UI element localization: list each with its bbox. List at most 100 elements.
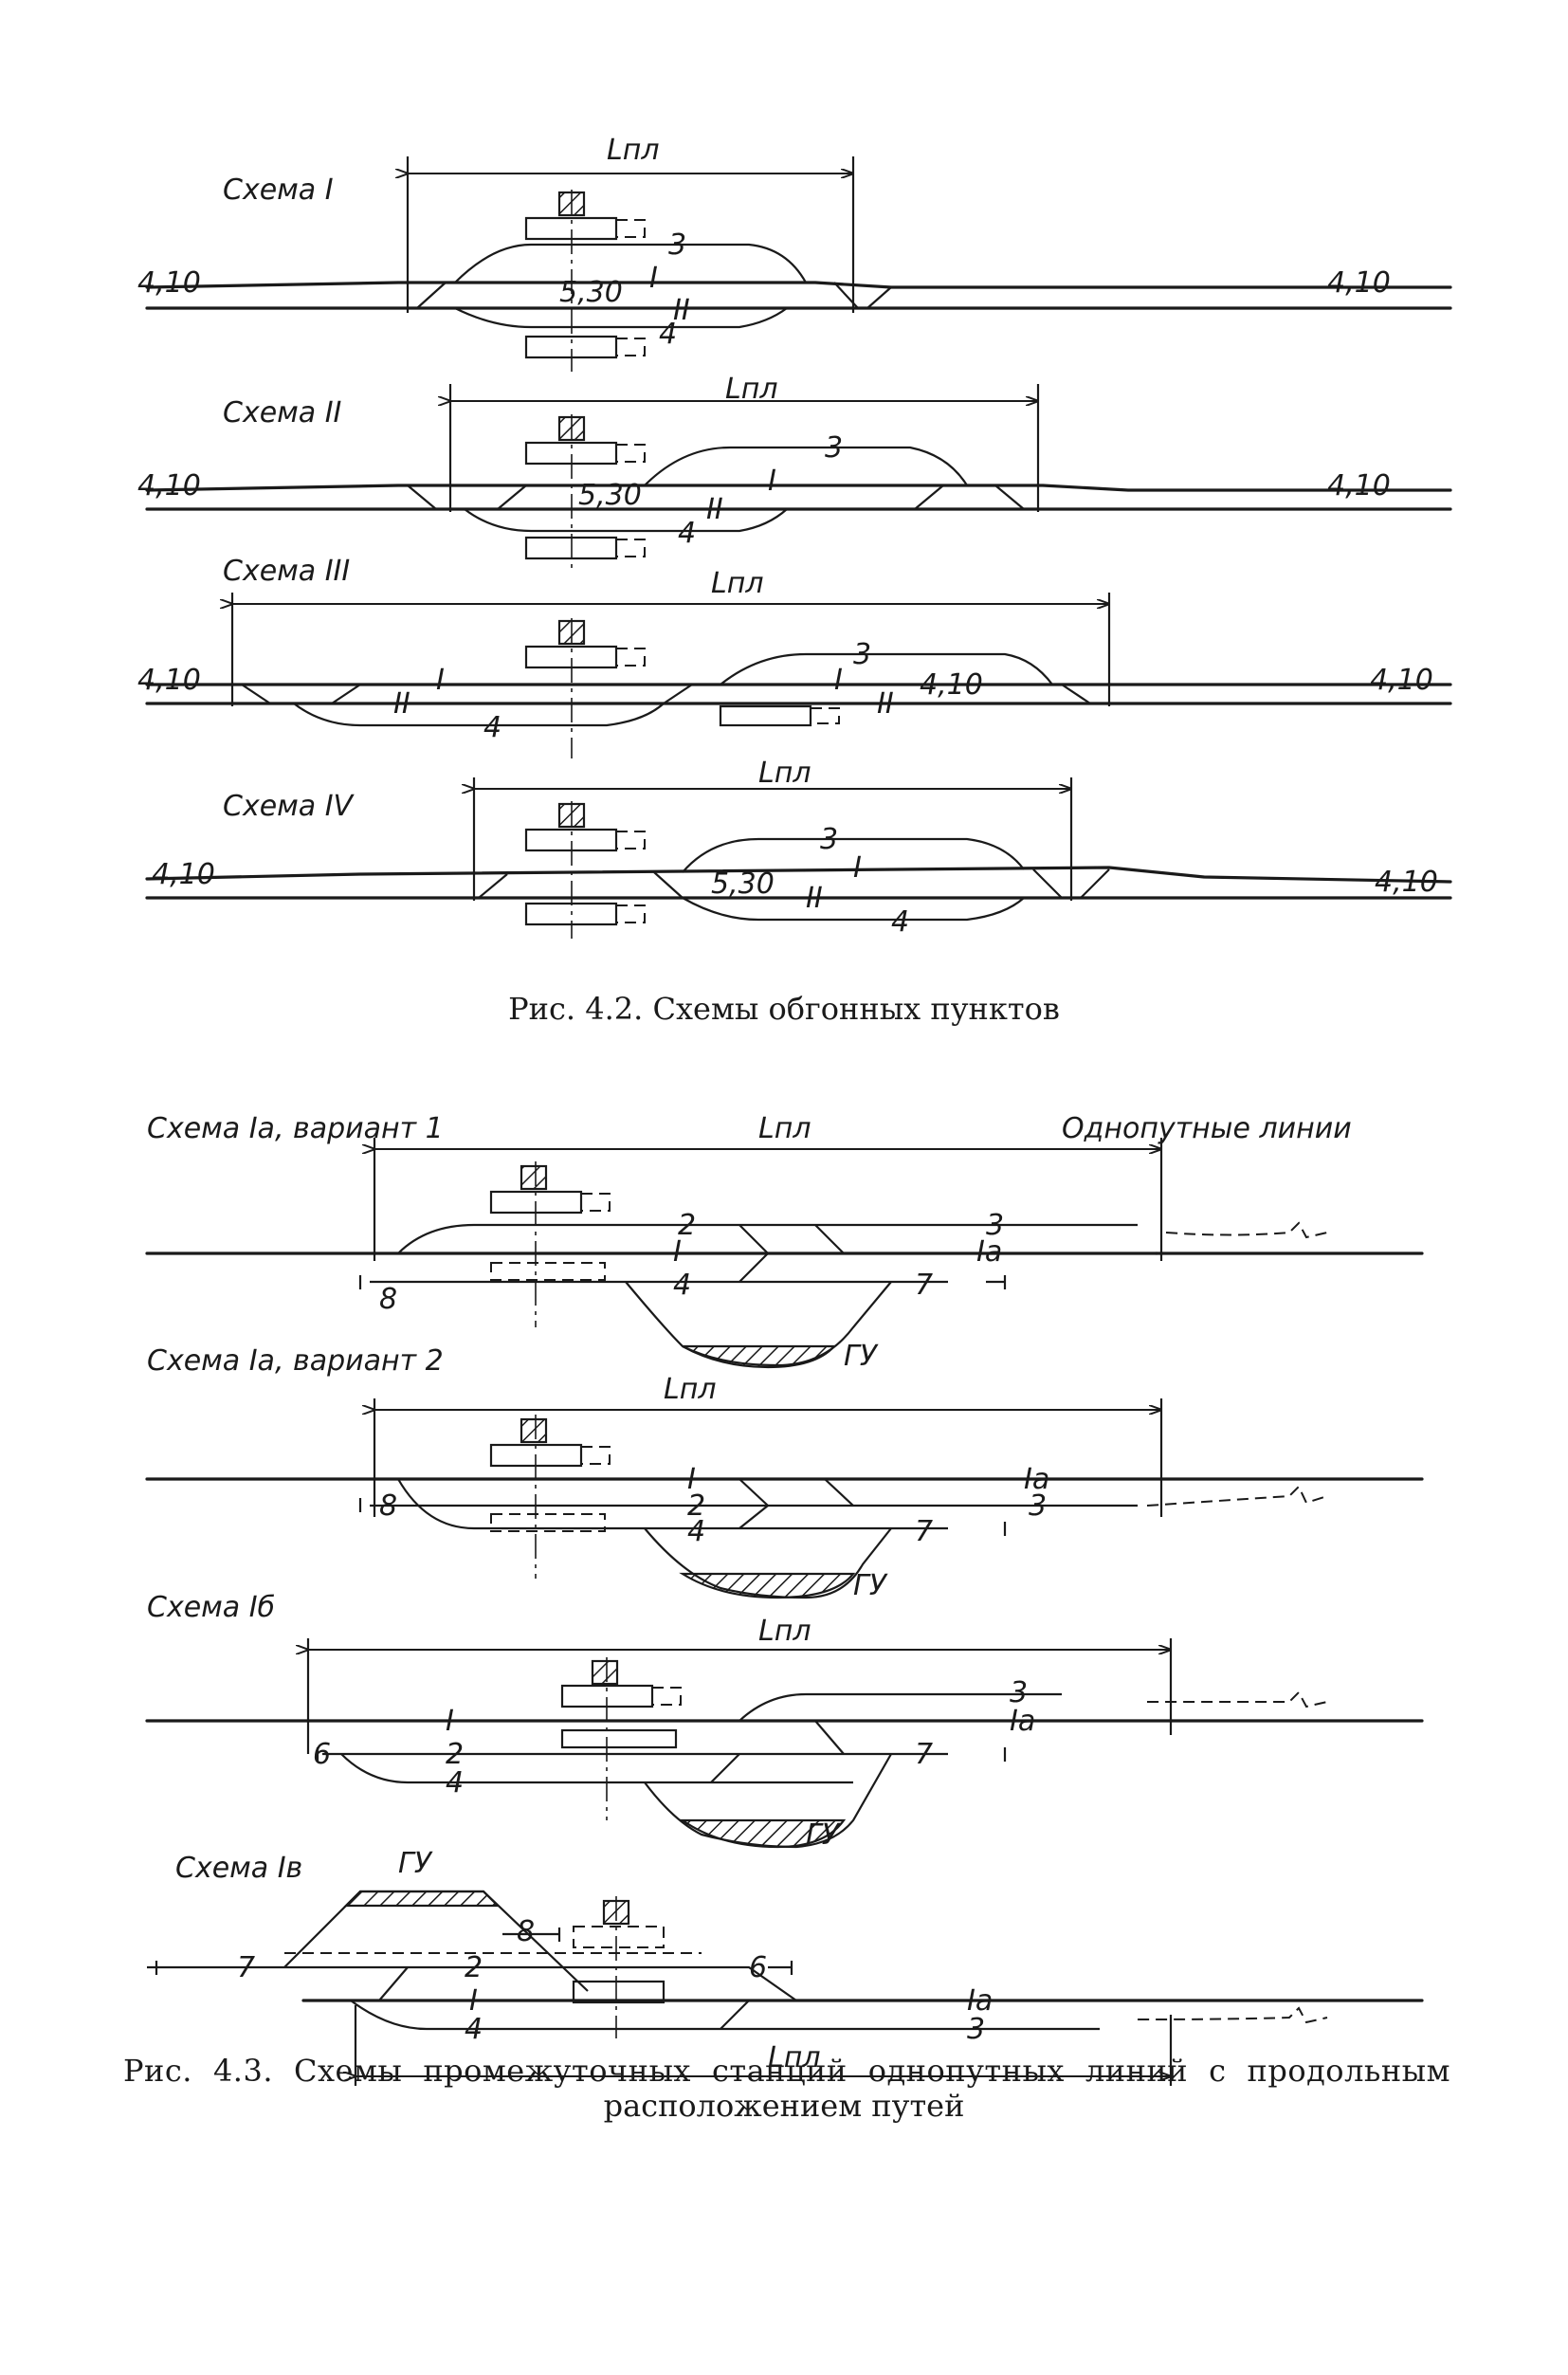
figure-caption-line-2: расположением путей bbox=[603, 2088, 965, 2124]
track-spacing-right: 4,10 bbox=[1327, 469, 1391, 502]
crossover bbox=[833, 282, 859, 309]
track-label: 8 bbox=[517, 1915, 535, 1948]
track-4 bbox=[340, 1753, 853, 1784]
track-2-3 bbox=[397, 1223, 1138, 1254]
track-label: I bbox=[853, 851, 862, 885]
length-label: Lпл bbox=[758, 1112, 811, 1145]
yard-hatch bbox=[679, 1818, 847, 1849]
track-label: 3 bbox=[825, 431, 843, 465]
track-I bbox=[145, 281, 1452, 289]
track-spacing-left: 4,10 bbox=[137, 664, 201, 697]
track-spacing-left: 4,10 bbox=[152, 858, 215, 891]
crossover bbox=[710, 1753, 740, 1783]
yard-label: ГУ bbox=[806, 1818, 841, 1852]
track-label: 6 bbox=[313, 1738, 331, 1771]
length-label: Lпл bbox=[725, 373, 778, 406]
crossover bbox=[914, 484, 944, 510]
track-label: 8 bbox=[379, 1489, 397, 1523]
track-label: 3 bbox=[967, 2013, 985, 2046]
track-label: I bbox=[436, 664, 445, 697]
yard-label: ГУ bbox=[853, 1569, 888, 1602]
platform-extension bbox=[615, 219, 646, 238]
track-label: 7 bbox=[915, 1738, 933, 1771]
platform-extension bbox=[615, 831, 646, 850]
crossover bbox=[653, 871, 684, 899]
length-label: Lпл bbox=[768, 2041, 821, 2074]
yard-label: ГУ bbox=[398, 1847, 433, 1880]
track-3 bbox=[454, 243, 807, 283]
track-label: I bbox=[469, 1984, 478, 2018]
track-spacing-center: 5,30 bbox=[578, 479, 642, 512]
crossover bbox=[331, 684, 361, 704]
track-label: II bbox=[706, 493, 723, 526]
track-label: I bbox=[649, 262, 658, 295]
track-label: 4 bbox=[678, 517, 696, 550]
track-label: 2 bbox=[678, 1209, 696, 1242]
crossover bbox=[416, 282, 447, 309]
crossover bbox=[378, 1966, 409, 2001]
track-label: Iа bbox=[976, 1235, 1002, 1269]
crossover bbox=[478, 873, 508, 899]
yard-hatch bbox=[343, 1890, 501, 1908]
crossover bbox=[866, 286, 892, 309]
future-track bbox=[1147, 1690, 1328, 1708]
track-4 bbox=[464, 508, 788, 533]
yard-hatch bbox=[679, 1572, 856, 1599]
platform-extension bbox=[615, 338, 646, 356]
future-track bbox=[1137, 2006, 1328, 2024]
track-label: 4 bbox=[673, 1269, 691, 1302]
track-label: 4 bbox=[446, 1766, 464, 1800]
scheme-1a-variant-2: Схема Iа, вариант 2 Lпл I Iа 8 2 3 4 7 Г… bbox=[145, 1344, 1424, 1602]
track-4-7 bbox=[397, 1478, 948, 1530]
platform-extension bbox=[651, 1687, 682, 1706]
track-spacing-center: 5,30 bbox=[711, 868, 775, 901]
track-label: Iа bbox=[967, 1984, 993, 2018]
track-label: II bbox=[877, 687, 894, 721]
scheme-label: Схема Iв bbox=[175, 1852, 302, 1885]
track-label: 3 bbox=[820, 823, 838, 856]
crossover bbox=[738, 1224, 769, 1254]
crossover bbox=[814, 1720, 845, 1755]
crossover bbox=[1080, 868, 1110, 899]
crossover bbox=[720, 2000, 750, 2030]
track-label: 7 bbox=[915, 1269, 933, 1302]
track-label: 7 bbox=[915, 1515, 933, 1548]
station-building-icon bbox=[520, 1417, 548, 1444]
track-label: Iа bbox=[1024, 1463, 1049, 1496]
track-spacing-right: 4,10 bbox=[1375, 866, 1438, 899]
track-4-3 bbox=[350, 2000, 1100, 2031]
figure-caption-line-1: Рис. 4.3. Схемы промежуточных станций од… bbox=[123, 2053, 1450, 2089]
track-3 bbox=[682, 837, 1025, 873]
track-label: 4 bbox=[483, 711, 501, 744]
crossover bbox=[241, 684, 271, 704]
station-building-icon bbox=[520, 1164, 548, 1191]
track-4 bbox=[682, 897, 1025, 922]
track-spacing-left: 4,10 bbox=[137, 469, 201, 502]
scheme-label: Схема III bbox=[223, 555, 350, 588]
yard-label: ГУ bbox=[844, 1340, 879, 1373]
track-label: 2 bbox=[687, 1489, 705, 1523]
track-label: 3 bbox=[1029, 1489, 1047, 1523]
crossover bbox=[738, 1505, 769, 1529]
track-label: Iа bbox=[1010, 1705, 1035, 1738]
track-3 bbox=[720, 652, 1053, 685]
crossover bbox=[663, 684, 693, 704]
platform-extension bbox=[615, 904, 646, 923]
track-label: II bbox=[673, 294, 690, 327]
track-label: 6 bbox=[749, 1951, 767, 1984]
track-spacing-right: 4,10 bbox=[1327, 266, 1391, 300]
track-label: 3 bbox=[1010, 1676, 1028, 1709]
platform bbox=[719, 704, 812, 727]
crossover bbox=[994, 484, 1025, 510]
length-label: Lпл bbox=[758, 1615, 811, 1648]
crossover bbox=[1061, 684, 1091, 704]
platform-extension bbox=[580, 1446, 611, 1465]
track-label: 8 bbox=[379, 1283, 397, 1316]
yard-hatch bbox=[682, 1344, 837, 1369]
track-label: I bbox=[673, 1235, 682, 1269]
track-3 bbox=[644, 446, 968, 486]
platform-extension bbox=[490, 1513, 606, 1532]
track-label: 4 bbox=[465, 2013, 483, 2046]
